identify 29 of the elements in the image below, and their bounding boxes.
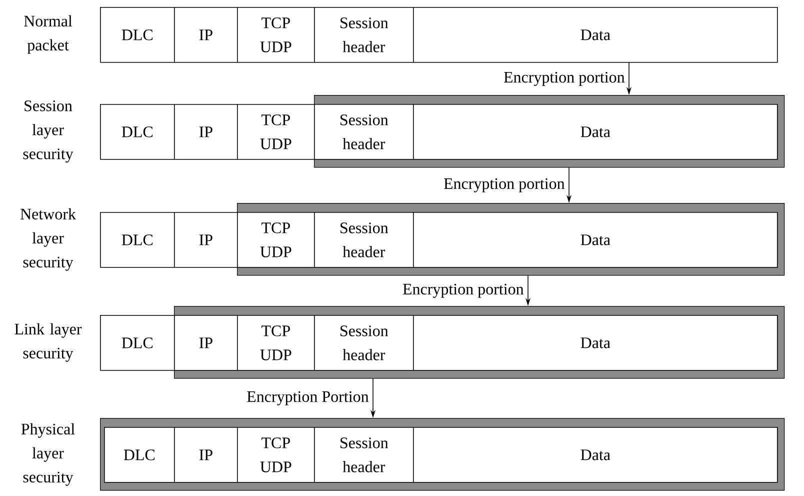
- edge-label: Encryption portion: [402, 284, 524, 298]
- packet-field: TCP UDP: [237, 104, 315, 160]
- packet-field: Session header: [314, 427, 414, 483]
- packet-field: Session header: [314, 104, 414, 160]
- packet-field: IP: [174, 315, 238, 371]
- packet-field: DLC: [100, 104, 175, 160]
- packet-field: IP: [174, 104, 238, 160]
- packet-field: TCP UDP: [237, 212, 315, 268]
- packet-field: TCP UDP: [237, 427, 315, 483]
- packet-field: IP: [174, 212, 238, 268]
- packet-field: Session header: [314, 7, 414, 63]
- row-label: Link layer security: [14, 323, 82, 362]
- packet-field: DLC: [100, 212, 175, 268]
- row-label: Normal packet: [24, 15, 72, 54]
- packet-field: TCP UDP: [237, 315, 315, 371]
- packet-field: DLC: [100, 315, 175, 371]
- edge-label: Encryption portion: [504, 72, 625, 86]
- packet-field: Session header: [314, 212, 414, 268]
- packet-field: IP: [174, 7, 238, 63]
- edge-label: Encryption portion: [444, 178, 565, 192]
- packet-field: DLC: [104, 427, 175, 483]
- row-label: Physical layer security: [21, 423, 75, 486]
- row-label: Network layer security: [20, 208, 76, 271]
- edge-label: Encryption Portion: [247, 391, 369, 406]
- packet-field: DLC: [100, 7, 175, 63]
- packet-field: Session header: [314, 315, 414, 371]
- packet-field: TCP UDP: [237, 7, 315, 63]
- packet-field: IP: [174, 427, 238, 483]
- row-label: Session layer security: [23, 100, 74, 163]
